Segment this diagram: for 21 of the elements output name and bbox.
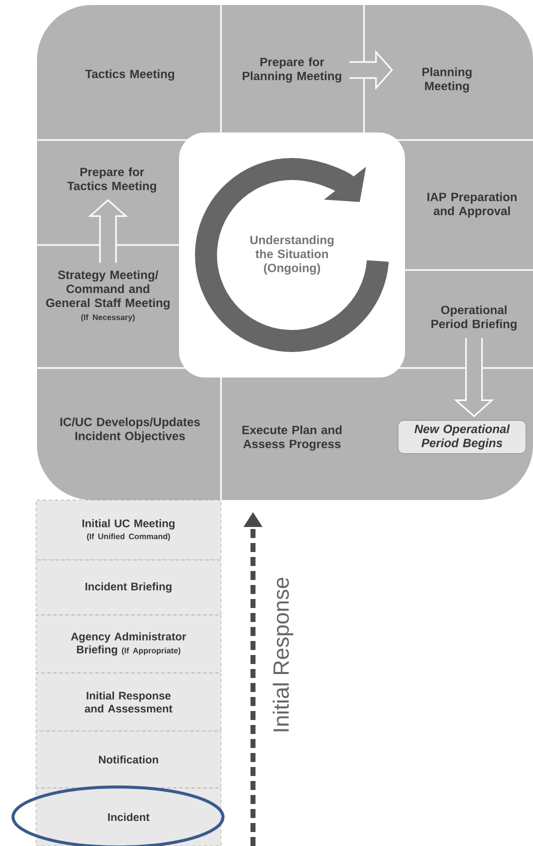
step-label: IAP Preparation and Approval xyxy=(427,192,517,218)
phase-label: Initial Response xyxy=(272,578,294,732)
step-label: Prepare for Planning Meeting xyxy=(242,57,342,83)
block-arrow xyxy=(348,50,393,90)
block-arrow xyxy=(88,199,128,264)
step-label: Strategy Meeting/ Command and General Staff Meeting (If Necessary) xyxy=(46,270,170,322)
step-box: Agency Administrator Briefing (If Appropriate) xyxy=(36,614,222,674)
step-box: Notification xyxy=(36,730,222,788)
step-label: IC/UC Develops/Updates Incident Objectives xyxy=(60,417,200,443)
step-label: Planning Meeting xyxy=(422,67,472,93)
step-box: Incident Briefing xyxy=(36,560,222,616)
step-label: Prepare for Tactics Meeting xyxy=(67,167,156,193)
step-box: Incident xyxy=(36,788,222,846)
step-box: Initial Response and Assessment xyxy=(36,672,222,732)
step-box: Initial UC Meeting (If Unified Command) xyxy=(36,500,222,560)
step-label: Tactics Meeting xyxy=(85,69,174,81)
step-label: Execute Plan and Assess Progress xyxy=(242,425,342,451)
node-label: Incident xyxy=(108,812,150,822)
start-box: New Operational Period Begins xyxy=(398,420,526,454)
step-label: Operational Period Briefing xyxy=(431,305,517,331)
block-arrow xyxy=(454,337,494,418)
